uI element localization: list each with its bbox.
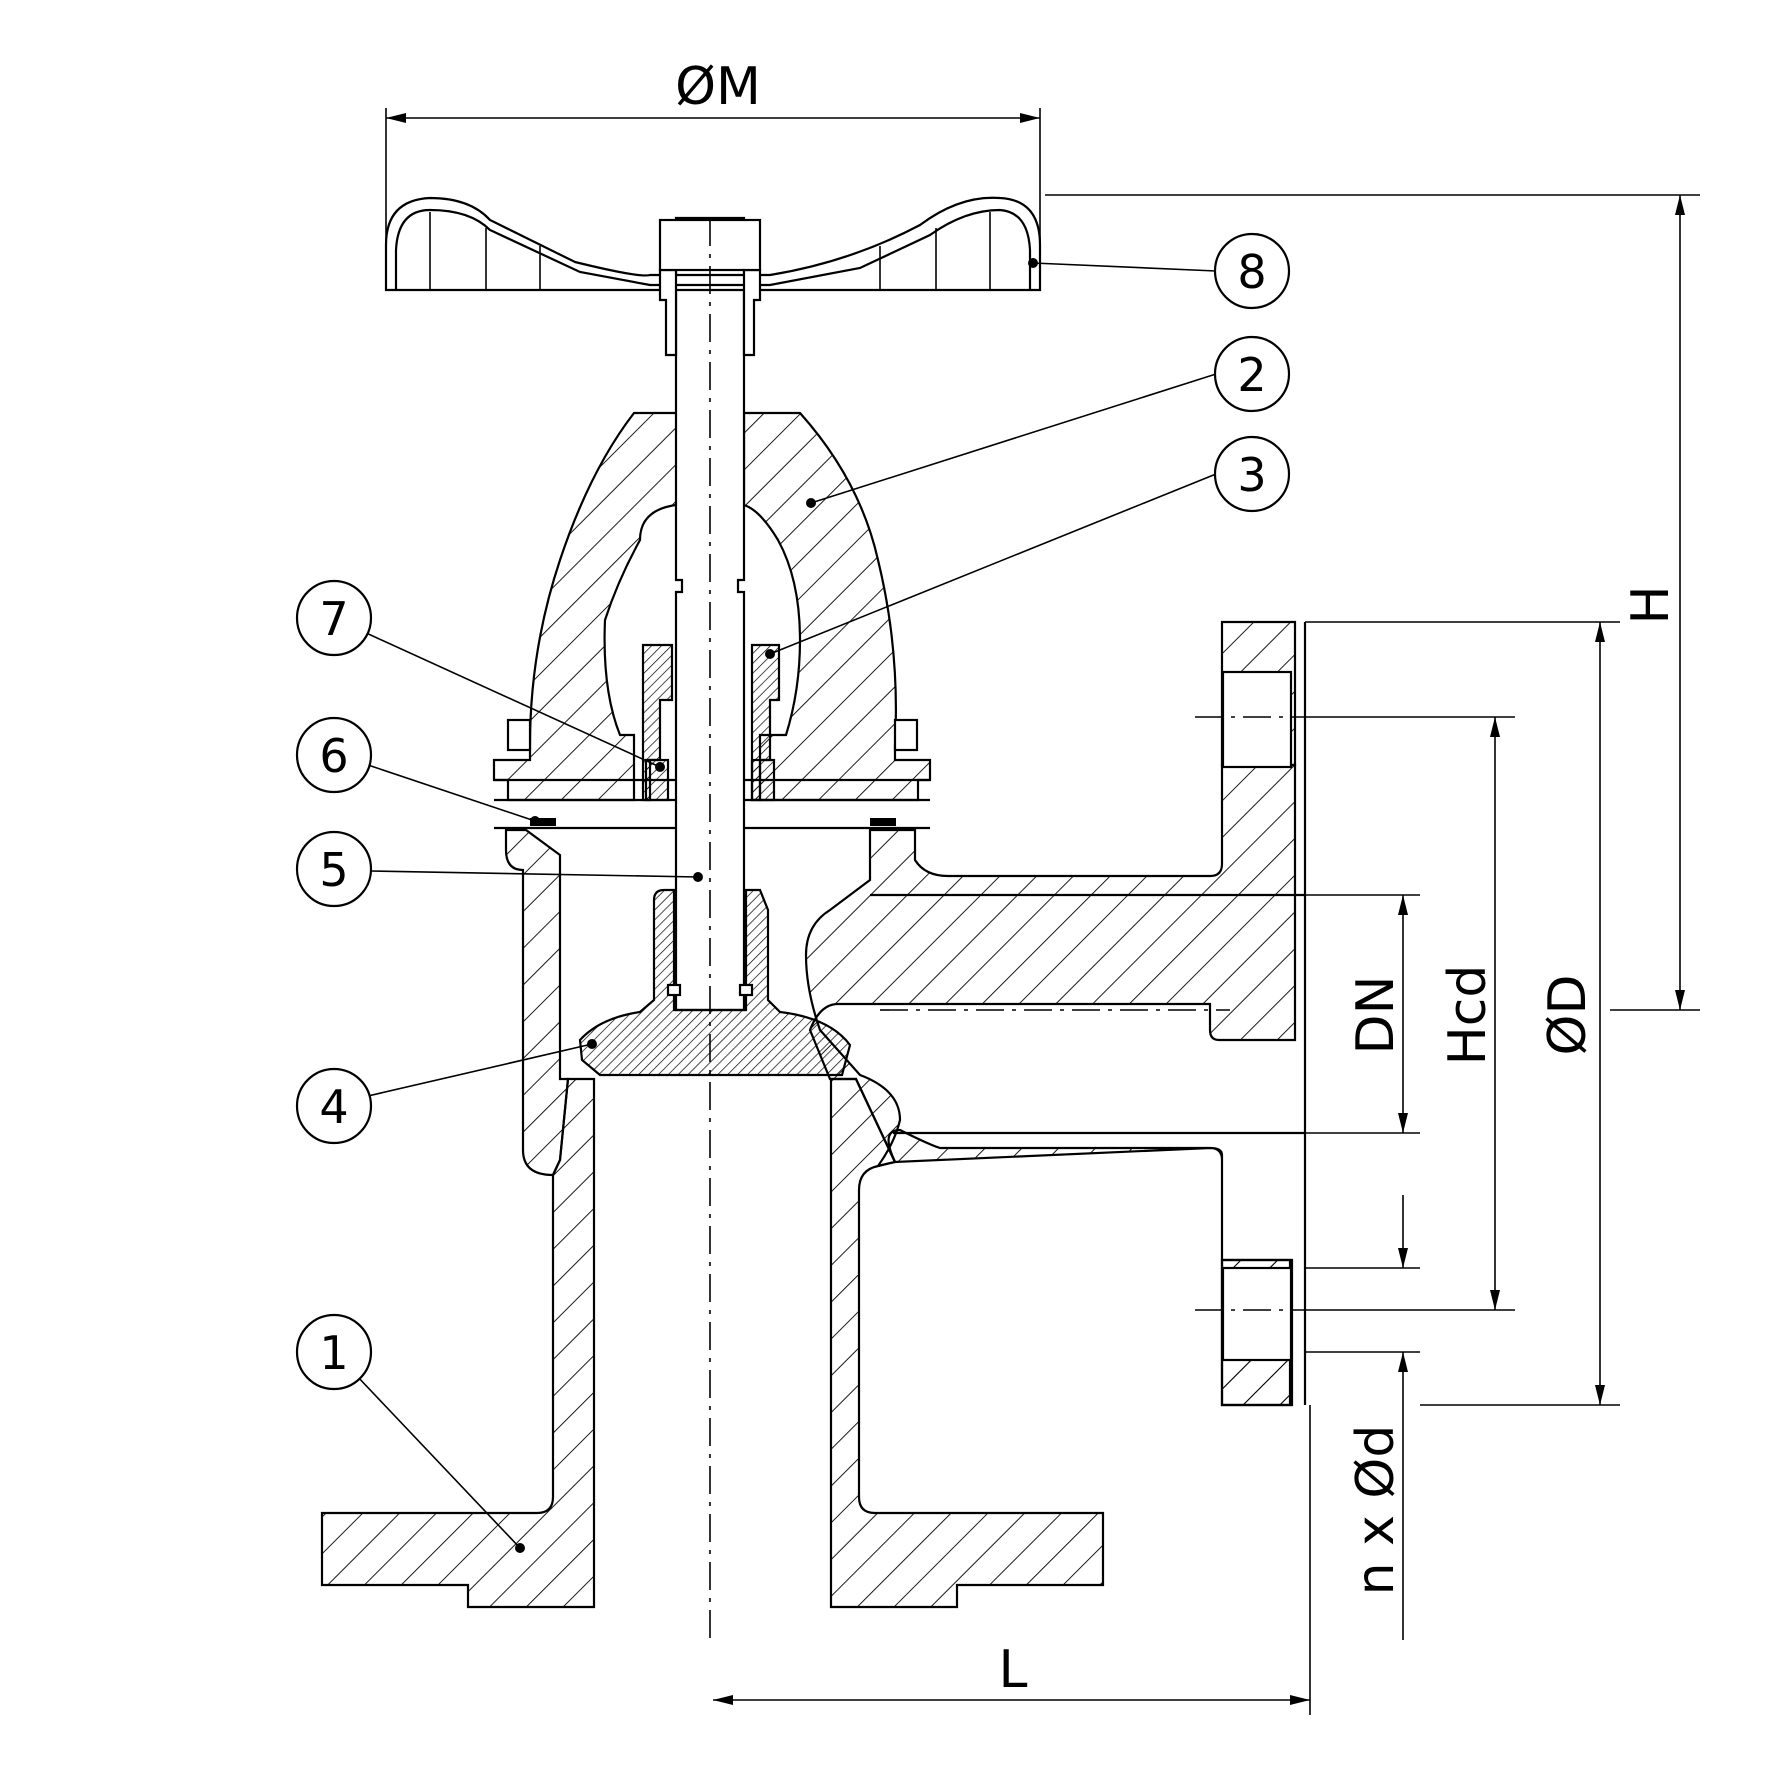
part-bubble-5: 5 (295, 830, 373, 908)
part-number-7: 7 (319, 592, 348, 646)
part-number-3: 3 (1237, 448, 1266, 502)
dim-label-bolt-holes: n x Ød (1346, 1425, 1406, 1596)
dim-label-flange-diameter: ØD (1538, 975, 1598, 1056)
part-bubble-3: 3 (1213, 435, 1291, 513)
part-number-5: 5 (319, 843, 348, 897)
leader-lines (355, 258, 1217, 1553)
disc (578, 888, 852, 1077)
part-number-4: 4 (319, 1080, 348, 1134)
part-bubble-6: 6 (295, 716, 373, 794)
part-number-8: 8 (1237, 245, 1266, 299)
part-number-2: 2 (1237, 348, 1266, 402)
dim-label-nominal-diameter: DN (1346, 976, 1406, 1055)
part-bubble-7: 7 (295, 579, 373, 657)
bonnet (492, 411, 932, 802)
dim-label-overall-height: H (1621, 585, 1681, 624)
dim-label-bolt-circle: Hcd (1438, 965, 1498, 1066)
valve-body (320, 620, 1307, 1609)
part-bubble-4: 4 (295, 1067, 373, 1145)
dimension-lines (385, 108, 1700, 1715)
part-number-1: 1 (319, 1326, 348, 1380)
part-bubble-8: 8 (1213, 232, 1291, 310)
part-bubble-1: 1 (295, 1313, 373, 1391)
stem-nut-gland (641, 643, 781, 802)
part-bubble-2: 2 (1213, 335, 1291, 413)
centre-lines (709, 218, 1290, 1640)
part-number-6: 6 (319, 729, 348, 783)
dim-label-face-length: L (999, 1640, 1028, 1700)
dim-label-handwheel-diameter: ØM (675, 57, 761, 117)
